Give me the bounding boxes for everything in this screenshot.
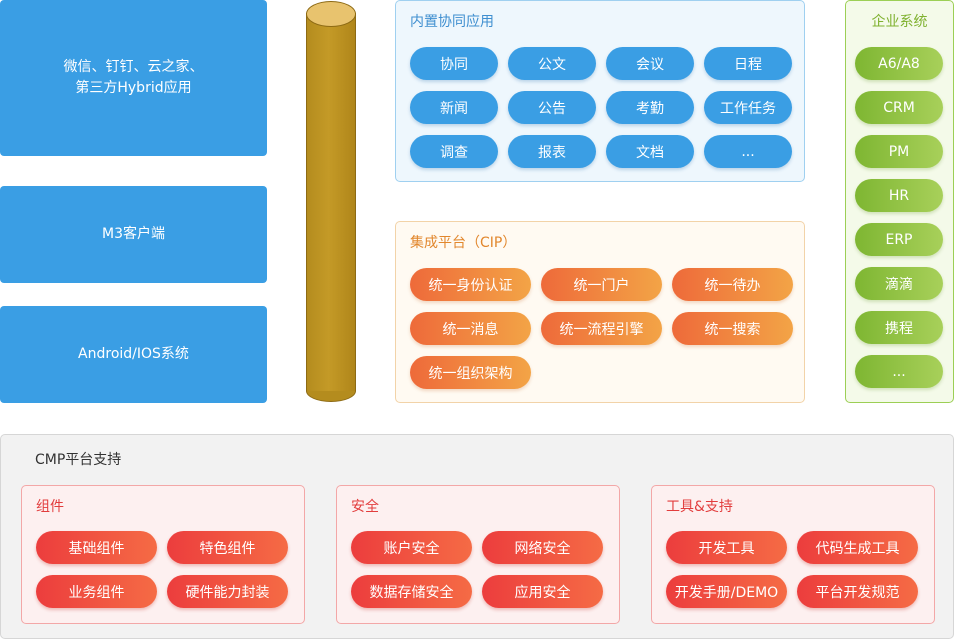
cmp-group-title: 组件 [36, 499, 64, 515]
bus-cylinder-top [306, 1, 356, 27]
cmp-item-pill: 数据存储安全 [351, 575, 472, 608]
collab-app-pill: 调查 [410, 135, 498, 168]
cmp-group-security: 安全 账户安全 网络安全 数据存储安全 应用安全 [336, 485, 620, 624]
collab-app-pill: 考勤 [606, 91, 694, 124]
cmp-item-pill: 特色组件 [167, 531, 288, 564]
cmp-item-pill: 应用安全 [482, 575, 603, 608]
collab-app-pill: 日程 [704, 47, 792, 80]
cip-title: 集成平台（CIP） [410, 235, 517, 251]
collab-app-pill: 工作任务 [704, 91, 792, 124]
collab-app-pill: 公告 [508, 91, 596, 124]
cip-pill: 统一搜索 [672, 312, 793, 345]
enterprise-system-pill: HR [855, 179, 943, 212]
cip-pill: 统一流程引擎 [541, 312, 662, 345]
client-box-os: Android/IOS系统 [0, 306, 267, 403]
cip-pill: 统一门户 [541, 268, 662, 301]
cmp-item-pill: 开发手册/DEMO [666, 575, 787, 608]
cmp-group-title: 安全 [351, 499, 379, 515]
collab-app-pill: 会议 [606, 47, 694, 80]
client-box-m3-label: M3客户端 [102, 226, 165, 242]
collab-apps-title: 内置协同应用 [410, 14, 494, 30]
cmp-item-pill: 业务组件 [36, 575, 157, 608]
cmp-item-pill: 代码生成工具 [797, 531, 918, 564]
cmp-platform-panel: CMP平台支持 组件 基础组件 特色组件 业务组件 硬件能力封装 安全 账户安全… [0, 434, 954, 639]
collab-app-pill: 新闻 [410, 91, 498, 124]
client-box-third-party-line1: 微信、钉钉、云之家、 [63, 59, 204, 75]
enterprise-system-pill: ERP [855, 223, 943, 256]
cip-pill: 统一组织架构 [410, 356, 531, 389]
cmp-item-pill: 基础组件 [36, 531, 157, 564]
collab-app-pill: 协同 [410, 47, 498, 80]
cip-panel: 集成平台（CIP） 统一身份认证 统一门户 统一待办 统一消息 统一流程引擎 统… [395, 221, 805, 403]
cip-pill: 统一待办 [672, 268, 793, 301]
client-box-third-party: 微信、钉钉、云之家、 第三方Hybrid应用 [0, 0, 267, 156]
cmp-item-pill: 网络安全 [482, 531, 603, 564]
enterprise-system-pill-more: ... [855, 355, 943, 388]
collab-apps-panel: 内置协同应用 协同 公文 会议 日程 新闻 公告 考勤 工作任务 调查 报表 文… [395, 0, 805, 182]
cmp-group-tools: 工具&支持 开发工具 代码生成工具 开发手册/DEMO 平台开发规范 [651, 485, 935, 624]
cmp-group-title: 工具&支持 [666, 499, 733, 515]
collab-app-pill: 文档 [606, 135, 694, 168]
bus-cylinder [306, 13, 356, 391]
cip-pill: 统一身份认证 [410, 268, 531, 301]
collab-app-pill: 公文 [508, 47, 596, 80]
enterprise-system-pill: 滴滴 [855, 267, 943, 300]
cip-pill: 统一消息 [410, 312, 531, 345]
enterprise-systems-panel: 企业系统 A6/A8 CRM PM HR ERP 滴滴 携程 ... [845, 0, 954, 403]
collab-app-pill: 报表 [508, 135, 596, 168]
client-box-os-label: Android/IOS系统 [78, 346, 189, 362]
cmp-item-pill: 账户安全 [351, 531, 472, 564]
cmp-platform-title: CMP平台支持 [35, 452, 122, 468]
collab-app-pill-more: ... [704, 135, 792, 168]
cmp-item-pill: 开发工具 [666, 531, 787, 564]
cmp-group-components: 组件 基础组件 特色组件 业务组件 硬件能力封装 [21, 485, 305, 624]
enterprise-systems-title: 企业系统 [871, 14, 928, 30]
cmp-item-pill: 平台开发规范 [797, 575, 918, 608]
cmp-item-pill: 硬件能力封装 [167, 575, 288, 608]
enterprise-system-pill: A6/A8 [855, 47, 943, 80]
client-box-third-party-line2: 第三方Hybrid应用 [75, 80, 192, 96]
enterprise-system-pill: CRM [855, 91, 943, 124]
enterprise-system-pill: PM [855, 135, 943, 168]
client-box-m3: M3客户端 [0, 186, 267, 283]
enterprise-system-pill: 携程 [855, 311, 943, 344]
